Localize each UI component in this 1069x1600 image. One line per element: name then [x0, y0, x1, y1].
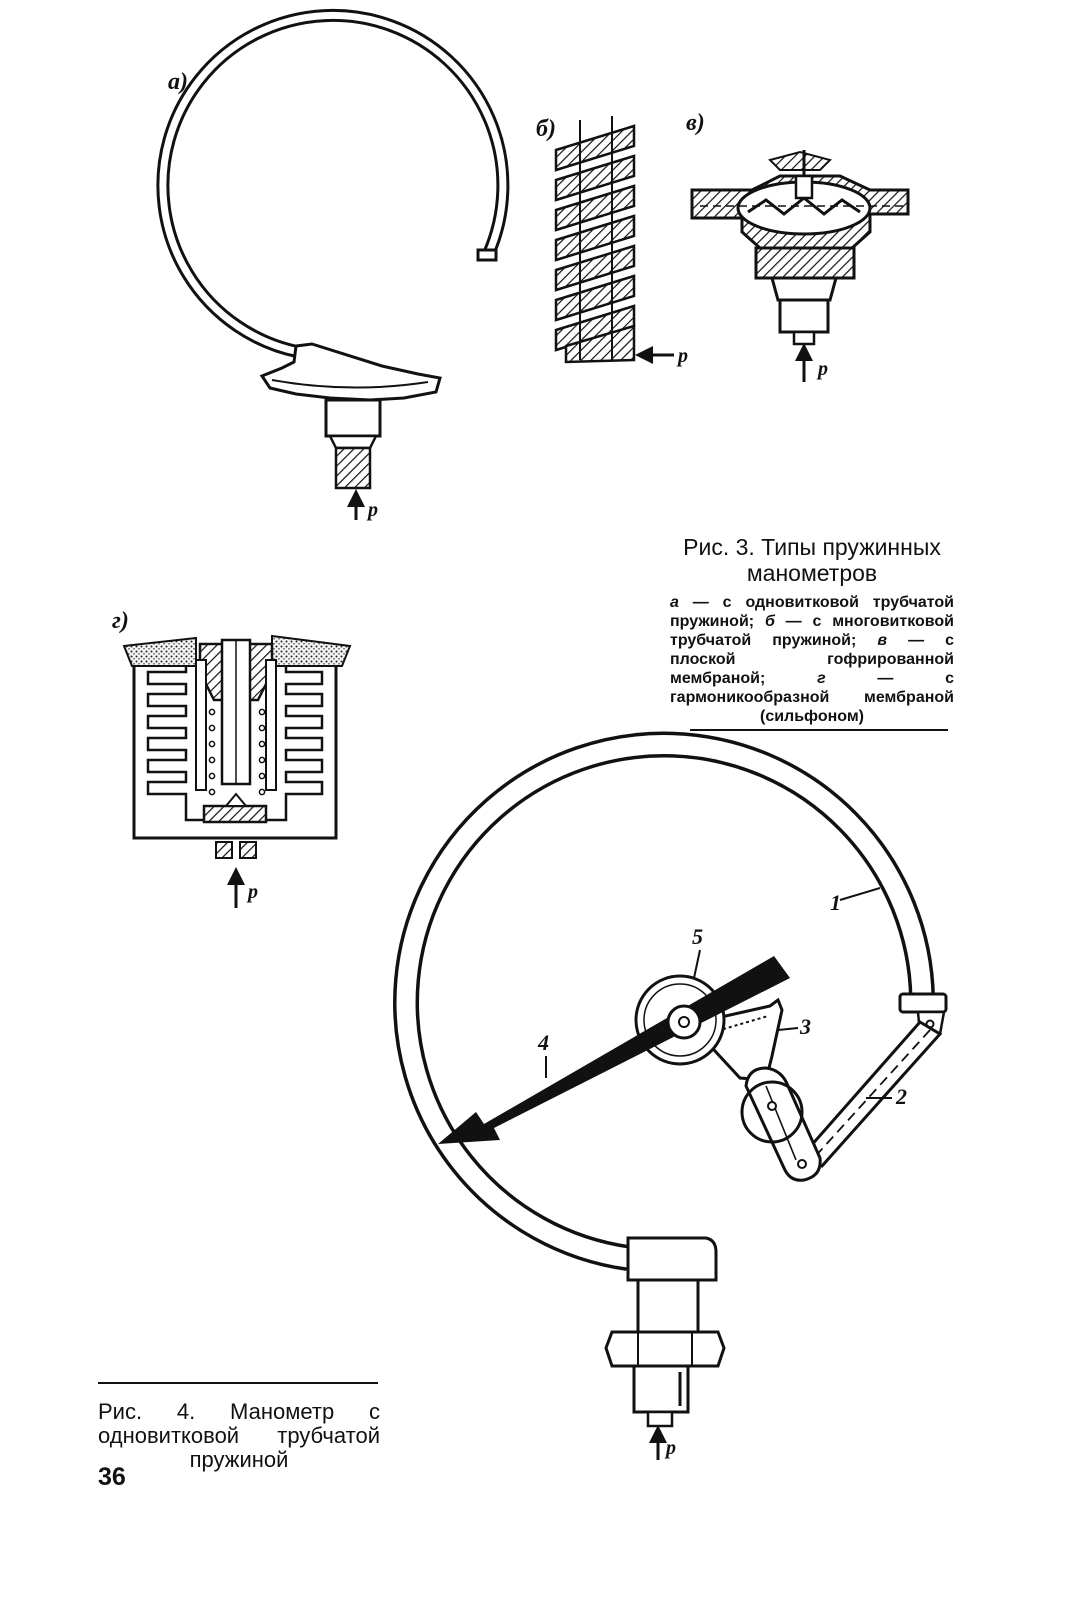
caption-rule-fig3: [690, 729, 948, 731]
page-number: 36: [98, 1463, 126, 1491]
figure-3-legend: а — с одновитковой трубчатой пружиной; б…: [670, 594, 955, 725]
figure-4-caption: Рис. 4. Манометр с одновитковой трубчато…: [98, 1399, 380, 1472]
callout-2: 2: [895, 1084, 907, 1109]
pressure-label-fig4: p: [664, 1437, 676, 1459]
pressure-label-b: p: [676, 345, 688, 367]
callout-5: 5: [692, 924, 703, 949]
legend-text-g: с гармоникообразной мембраной (сильфоном…: [670, 670, 954, 725]
legend-key-a: а: [670, 594, 679, 611]
legend-text-v: с плоской гофрированной мембраной;: [670, 632, 955, 687]
figure-3-caption-title: Рис. 3. Типы пружинных манометров: [683, 534, 941, 586]
legend-text-a: с одновитковой трубчатой пружиной;: [670, 594, 954, 630]
figure-3v-corrugated-membrane: в) p: [686, 110, 910, 382]
pressure-label-a: p: [366, 499, 378, 521]
figure-4-gauge-mechanism: p 1 2 3 4 5: [393, 731, 948, 1460]
callout-1: 1: [830, 890, 841, 915]
callout-3: 3: [799, 1014, 811, 1039]
callout-4: 4: [537, 1030, 549, 1055]
label-v: в): [686, 110, 705, 136]
figure-3-caption: Рис. 3. Типы пружинных манометров: [670, 534, 954, 586]
legend-key-b: б: [764, 613, 775, 630]
label-a: а): [168, 69, 188, 95]
figure-3a-single-turn-tube: а) p: [156, 8, 510, 521]
pressure-label-g: p: [246, 881, 258, 903]
figure-3g-bellows: г) p: [112, 608, 352, 908]
pressure-label-v: p: [816, 358, 828, 380]
label-g: г): [112, 608, 129, 634]
legend-text-b: с многовитковой трубчатой пружиной;: [670, 613, 955, 649]
legend-key-g: г: [817, 670, 826, 687]
caption-rule-fig4: [98, 1382, 378, 1384]
figure-3b-multi-turn-tube: б) p: [536, 116, 688, 367]
label-b: б): [536, 116, 556, 142]
legend-key-v: в: [877, 632, 888, 649]
